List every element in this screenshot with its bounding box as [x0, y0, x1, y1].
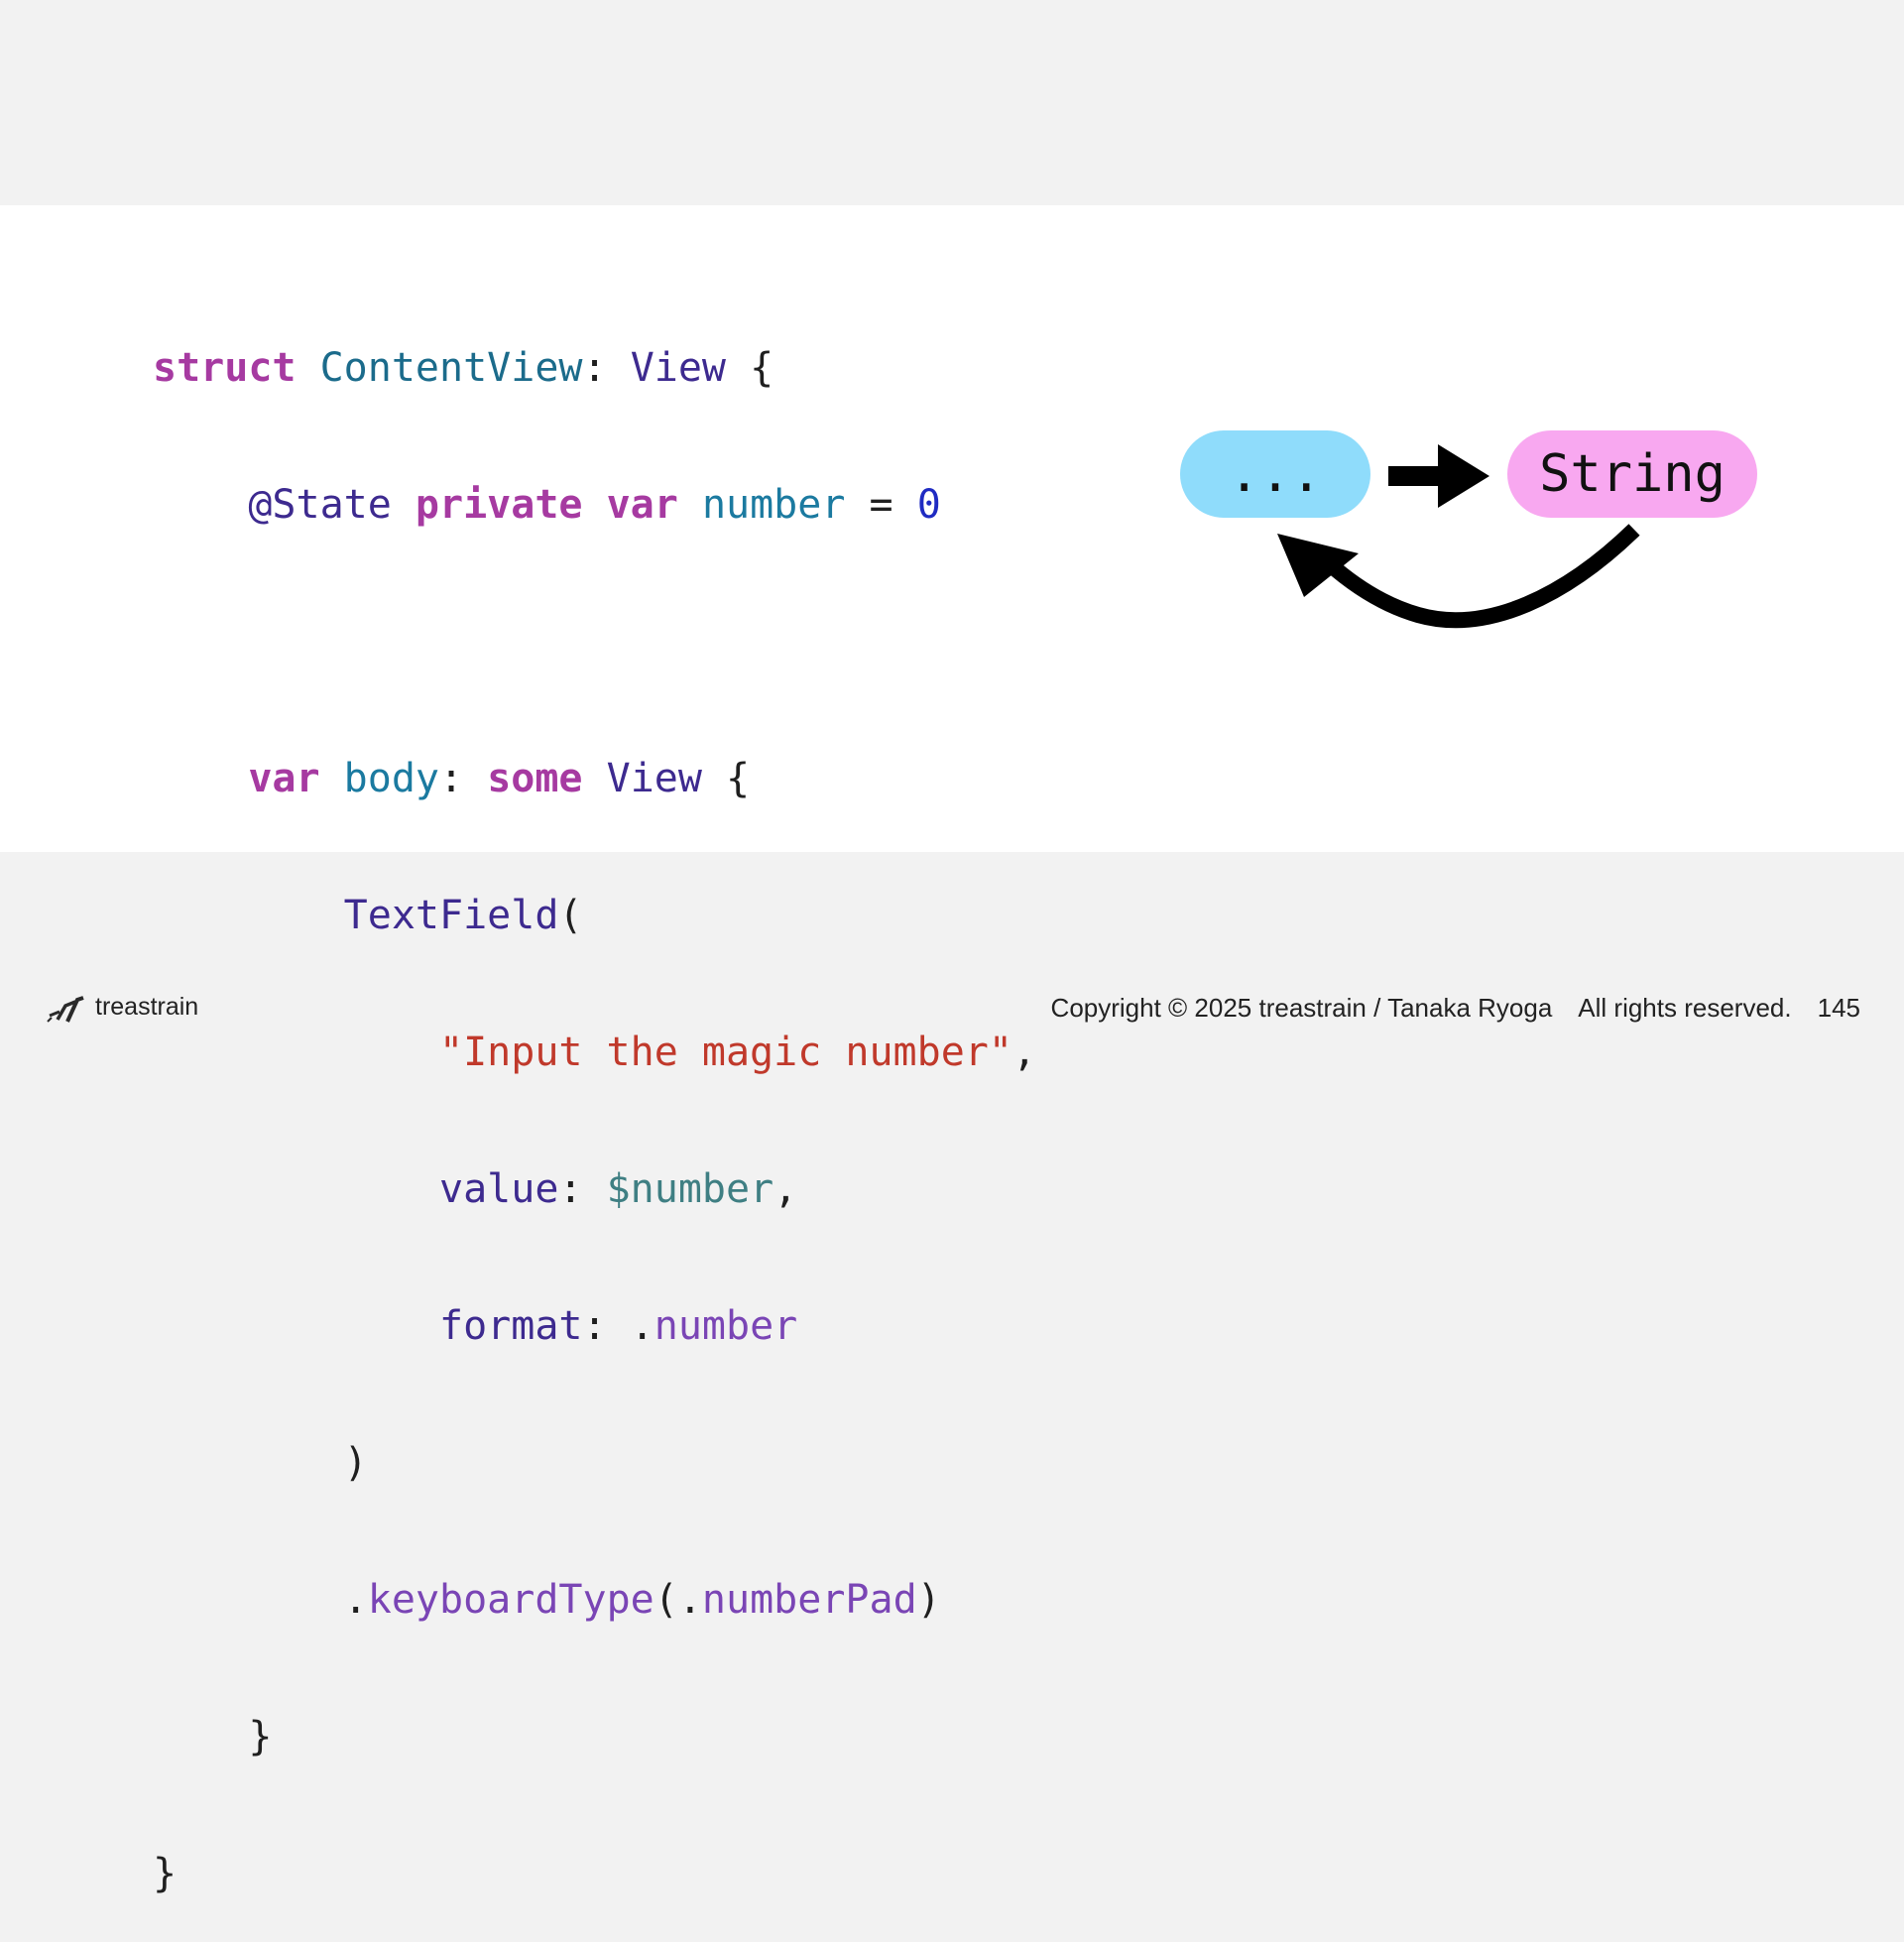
attribute: @State [248, 482, 392, 528]
punctuation: , [1012, 1030, 1037, 1075]
punctuation: : [439, 756, 464, 801]
identifier: body [343, 756, 439, 801]
punctuation: } [153, 1851, 178, 1896]
indent [153, 756, 248, 801]
keyword: var [606, 482, 678, 528]
member: number [654, 1303, 798, 1349]
code-block: struct ContentView: View { @State privat… [153, 254, 1036, 1942]
punctuation: : [582, 345, 607, 391]
indent [153, 1714, 248, 1760]
brand-name: treastrain [95, 992, 199, 1021]
return-arrow-icon [1277, 524, 1640, 629]
code-line-12: } [153, 1851, 1036, 1896]
code-line-9: ) [153, 1440, 1036, 1486]
indent [153, 1030, 439, 1075]
code-line-6: "Input the magic number", [153, 1030, 1036, 1075]
value-pill: ... [1180, 430, 1370, 518]
type-name: View [630, 345, 727, 391]
footer-logo: treastrain [46, 990, 198, 1024]
page-number: 145 [1817, 992, 1860, 1023]
code-line-11: } [153, 1714, 1036, 1760]
punctuation: . [630, 1303, 654, 1349]
keyword: var [248, 756, 320, 801]
punctuation: . [343, 1577, 368, 1623]
code-line-1: struct ContentView: View { [153, 345, 1036, 391]
punctuation: { [726, 756, 751, 801]
string-pill: String [1507, 430, 1757, 518]
keyword: some [487, 756, 583, 801]
keyword: private [415, 482, 583, 528]
code-line-2: @State private var number = 0 [153, 482, 1036, 528]
code-line-10: .keyboardType(.numberPad) [153, 1577, 1036, 1623]
indent [153, 1166, 439, 1212]
method: keyboardType [367, 1577, 654, 1623]
punctuation: , [774, 1166, 798, 1212]
type-name: View [606, 756, 702, 801]
footer-meta: Copyright © 2025 treastrain / Tanaka Ryo… [1051, 990, 1860, 1026]
code-line-5: TextField( [153, 893, 1036, 938]
punctuation: ( [654, 1577, 678, 1623]
code-line-8: format: .number [153, 1303, 1036, 1349]
number-literal: 0 [916, 482, 941, 528]
punctuation: } [248, 1714, 273, 1760]
code-line-blank [153, 619, 1036, 665]
member: numberPad [701, 1577, 917, 1623]
indent [153, 482, 248, 528]
punctuation: ( [558, 893, 583, 938]
binding: $number [606, 1166, 774, 1212]
code-line-4: var body: some View { [153, 756, 1036, 801]
indent [153, 1577, 344, 1623]
punctuation: = [869, 482, 893, 528]
content-band [0, 205, 1904, 852]
type-name: ContentView [319, 345, 583, 391]
punctuation: ) [916, 1577, 941, 1623]
copyright-text: Copyright © 2025 treastrain / Tanaka Ryo… [1050, 992, 1553, 1023]
punctuation: ) [343, 1440, 368, 1486]
punctuation: . [677, 1577, 702, 1623]
indent [153, 1440, 344, 1486]
right-arrow-icon [1388, 444, 1489, 508]
argument-label: format [438, 1303, 583, 1349]
rights-text: All rights reserved. [1578, 992, 1792, 1023]
code-line-7: value: $number, [153, 1166, 1036, 1212]
identifier: number [701, 482, 846, 528]
punctuation: : [582, 1303, 607, 1349]
arrows [1277, 444, 1640, 629]
indent [153, 1303, 439, 1349]
treastrain-logo-icon [47, 996, 84, 1023]
keyword: struct [153, 345, 297, 391]
string-literal: "Input the magic number" [438, 1030, 1012, 1075]
punctuation: : [558, 1166, 583, 1212]
conversion-diagram: ... String [1170, 417, 1765, 655]
argument-label: value [438, 1166, 559, 1212]
punctuation: { [750, 345, 774, 391]
type-name: TextField [343, 893, 559, 938]
indent [153, 893, 344, 938]
